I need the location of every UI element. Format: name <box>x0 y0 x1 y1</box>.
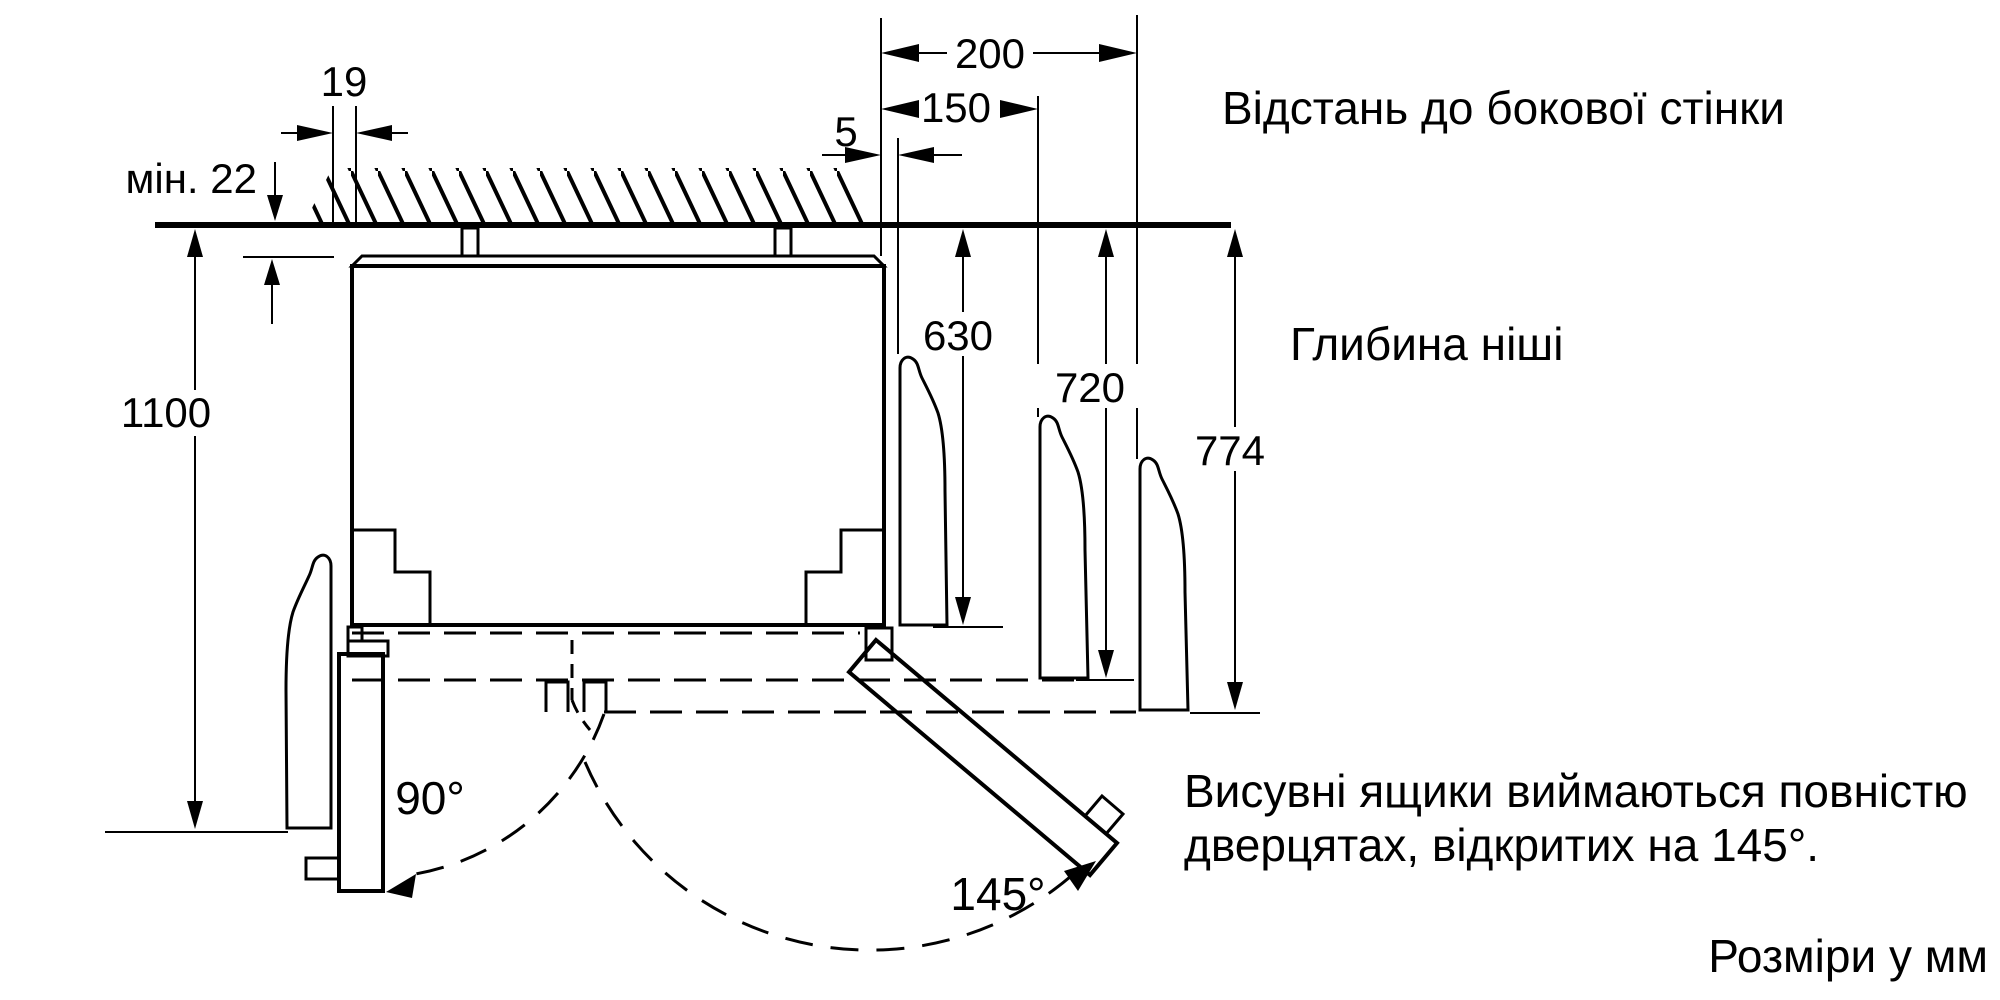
angle-90-label: 90° <box>395 772 465 824</box>
handle-profile-720 <box>1038 414 1090 680</box>
rail-hook-left <box>544 680 570 712</box>
door-right-panel <box>846 637 1120 878</box>
handle-profile-630 <box>898 355 949 627</box>
annotation-drawers-line1: Висувні ящики виймаються повністю <box>1184 765 1968 817</box>
dim-1100: 1100 <box>105 229 288 833</box>
rail-hook-right <box>582 680 608 712</box>
dim-5-label: 5 <box>834 108 857 155</box>
dim-5: 5 <box>822 108 962 163</box>
dim-19-label: 19 <box>321 58 368 105</box>
annotation-side-wall: Відстань до бокової стінки <box>1222 82 1785 134</box>
dim-720-label: 720 <box>1055 364 1125 411</box>
hinge-right-detail <box>864 626 894 662</box>
angle-145-label: 145° <box>950 868 1045 920</box>
hinge-pin-right <box>773 226 793 258</box>
door-left-handle-end <box>304 856 341 881</box>
handle-profile-774 <box>1138 456 1190 712</box>
handle-profile-left <box>284 553 333 830</box>
dim-1100-label: 1100 <box>121 389 211 436</box>
door-left-panel <box>337 652 385 893</box>
wall-hatching <box>304 168 874 224</box>
annotation-units: Розміри у мм <box>1708 930 1988 982</box>
dim-720: 720 <box>1034 229 1146 681</box>
dim-19: 19 <box>281 58 408 141</box>
dim-200-label: 200 <box>955 30 1025 77</box>
dim-150-label: 150 <box>921 84 991 131</box>
door-right-open <box>583 626 1126 952</box>
dim-min22-label: мін. 22 <box>126 155 257 202</box>
door-right-handle-end <box>1082 793 1126 837</box>
extension-lines <box>332 15 1138 459</box>
dim-774: 774 <box>1174 229 1286 714</box>
dim-150: 150 <box>881 84 1038 131</box>
appliance-body <box>348 226 888 627</box>
hinge-pin-left <box>460 226 480 258</box>
dim-774-label: 774 <box>1195 427 1265 474</box>
drawer-footprint <box>352 631 1136 731</box>
bracket-right <box>804 528 884 625</box>
dim-630-label: 630 <box>923 312 993 359</box>
annotation-niche-depth: Глибина ніші <box>1290 318 1563 370</box>
dim-630: 630 <box>902 229 1014 628</box>
dim-200: 200 <box>881 30 1137 77</box>
dim-min22: мін. 22 <box>126 155 334 324</box>
annotation-drawers-line2: дверцятах, відкритих на 145°. <box>1184 819 1819 871</box>
swing-arc-right <box>583 761 1080 952</box>
swing-arc-left <box>401 713 606 878</box>
bracket-left <box>352 528 432 625</box>
door-left-open <box>284 553 606 898</box>
